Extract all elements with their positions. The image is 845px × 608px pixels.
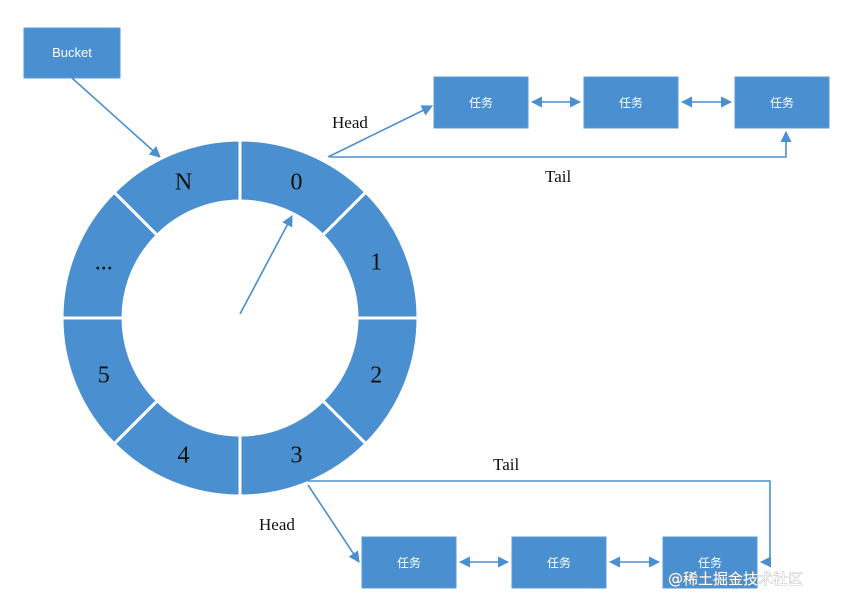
bottom-task-box-3 [662, 536, 758, 589]
bottom-task-box-2 [511, 536, 607, 589]
bucket-node: Bucket [23, 27, 121, 79]
wheel-slot-label-4: 3 [290, 442, 302, 468]
wheel-slot-8 [112, 138, 242, 238]
top-task-label-2: 任务 [619, 95, 643, 110]
top-task-label-1: 任务 [469, 95, 493, 110]
bottom-head-label: Head [259, 515, 295, 534]
bottom-task-label-1: 任务 [397, 555, 421, 570]
top-task-box-3 [734, 76, 830, 129]
top-head-label: Head [332, 113, 368, 132]
bottom-task-label-3: 任务 [698, 555, 722, 570]
bottom-task-label-2: 任务 [547, 555, 571, 570]
top-task-box-1 [433, 76, 529, 129]
bottom-task-list: Head 任务 任务 任务 Tail [259, 455, 772, 589]
top-tail-arrow [330, 130, 792, 158]
timing-wheel: 0 1 2 3 4 5... N [60, 138, 420, 498]
wheel-slot-label-8: N [175, 170, 192, 196]
wheel-slot-label-2: 1 [370, 250, 382, 276]
top-task-list: Head 任务 任务 任务 Tail [327, 76, 830, 186]
top-head-arrow [327, 105, 434, 158]
bottom-task-box-1 [361, 536, 457, 589]
wheel-slot-label-7: ... [95, 250, 113, 276]
bucket-arrow [71, 77, 161, 158]
wheel-slot-label-6: 5 [98, 362, 110, 388]
bottom-tail-arrow [308, 480, 772, 568]
wheel-slot-label-3: 2 [370, 362, 382, 388]
bottom-head-arrow [307, 484, 360, 563]
wheel-slot-label-1: 0 [290, 170, 302, 196]
bottom-tail-label: Tail [493, 455, 519, 474]
bucket-box [23, 27, 121, 79]
wheel-slot-label-5: 4 [178, 442, 190, 468]
bucket-label: Bucket [52, 45, 92, 60]
watermark-text: @稀土掘金技术社区 [668, 570, 803, 588]
wheel-pointer [239, 215, 293, 315]
top-task-label-3: 任务 [770, 95, 794, 110]
top-tail-label: Tail [545, 167, 571, 186]
top-task-box-2 [583, 76, 679, 129]
